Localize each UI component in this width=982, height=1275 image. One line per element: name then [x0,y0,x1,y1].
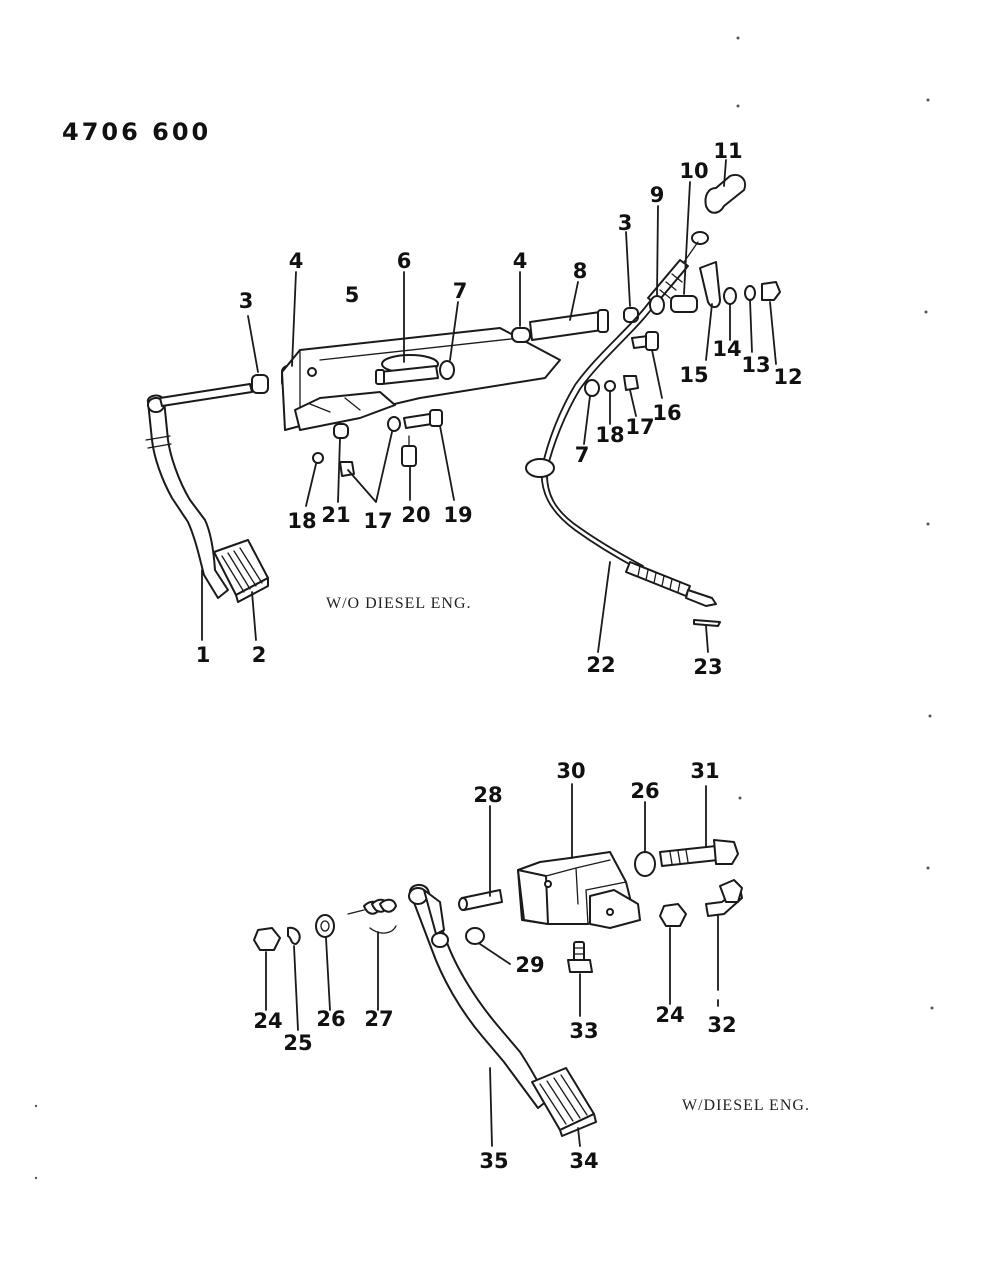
callout-26-right: 26 [630,779,659,803]
bolt-32 [705,879,743,917]
pin-29 [465,927,485,945]
top-assembly: 1 2 3 4 5 6 7 4 8 3 9 10 11 15 14 13 12 … [145,139,803,679]
callout-3-left: 3 [239,289,254,313]
callout-30: 30 [556,759,585,783]
callout-6: 6 [397,249,412,273]
callout-17-lower: 17 [363,509,392,533]
callout-22: 22 [586,653,615,677]
diesel-pedal-pad [531,1067,597,1137]
bolt-16 [631,331,659,351]
bolt-19 [403,409,443,429]
shaft-28-end [458,897,468,911]
spring-washer-18 [312,452,324,464]
spring-washer-18-right [604,380,616,392]
spring-washer-25 [287,926,301,945]
bushing-21 [333,423,349,439]
bottom-leader-lines [265,783,719,1147]
callout-4-left: 4 [289,249,304,273]
callout-21: 21 [321,503,350,527]
nut-24-right [659,903,687,927]
callout-23: 23 [693,655,722,679]
top-callouts: 1 2 3 4 5 6 7 4 8 3 9 10 11 15 14 13 12 … [196,139,803,679]
callout-12: 12 [773,365,802,389]
sleeve-10 [670,295,698,313]
callout-18-lower: 18 [287,509,316,533]
clutch-cable [525,291,717,607]
top-leader-lines [201,159,777,653]
nut-12 [761,281,781,301]
nut-17-right [623,375,639,391]
callout-27: 27 [364,1007,393,1031]
callout-14: 14 [712,337,741,361]
callout-32: 32 [707,1013,736,1037]
callout-10: 10 [679,159,708,183]
callout-7-lower: 7 [575,443,590,467]
caption-without-diesel: W/O DIESEL ENG. [326,595,472,612]
callout-8: 8 [573,259,588,283]
callout-18-right: 18 [595,423,624,447]
callout-35: 35 [479,1149,508,1173]
pivot-shaft [159,365,303,407]
cable-end [647,231,709,305]
diesel-pedal-arm [408,884,549,1109]
nut-24-left [253,927,281,951]
switch-20 [401,435,417,467]
bolt-33 [567,941,593,973]
bushing-3-right [623,307,639,323]
callout-26-left: 26 [316,1007,345,1031]
callout-34: 34 [569,1149,598,1173]
washer-7-right [584,379,600,397]
shaft-8 [511,309,609,343]
callout-15: 15 [679,363,708,387]
bottom-callouts: 28 30 26 31 29 24 25 26 27 33 24 32 35 3… [253,759,736,1173]
callout-4-right: 4 [513,249,528,273]
callout-1: 1 [196,643,211,667]
nut-17-upper [387,416,401,432]
callout-25: 25 [283,1031,312,1055]
callout-3-right: 3 [618,211,633,235]
callout-24-right: 24 [655,1003,684,1027]
callout-17-right: 17 [625,415,654,439]
callout-9: 9 [650,183,665,207]
pin-23 [693,619,721,627]
diagram-part-number: 4706 600 [62,118,211,146]
callout-28: 28 [473,783,502,807]
callout-13: 13 [741,353,770,377]
bushing-26-left [315,914,335,938]
bottom-assembly: 28 30 26 31 29 24 25 26 27 33 24 32 35 3… [253,759,810,1173]
return-spring-27 [347,898,397,934]
callout-31: 31 [690,759,719,783]
callout-11: 11 [713,139,742,163]
callout-16: 16 [652,401,681,425]
bushing-9 [649,295,665,315]
callout-2: 2 [252,643,267,667]
callout-24-left: 24 [253,1009,282,1033]
bushing-26-right [634,851,656,877]
pedal-pad [213,539,269,603]
spring-washer-13 [744,285,756,301]
bolt-6 [375,365,439,385]
shaft-28 [461,889,503,911]
diesel-bracket [517,851,641,929]
boot-11 [704,174,746,214]
washer-14 [723,287,737,305]
bolt-31 [659,839,739,867]
callout-33: 33 [569,1019,598,1043]
scan-specks [34,36,934,1180]
callout-5: 5 [345,283,360,307]
clutch-pedal-arm [145,394,229,599]
callout-19: 19 [443,503,472,527]
washer-7 [439,360,455,380]
callout-7-upper: 7 [453,279,468,303]
lever-15 [699,261,721,308]
caption-with-diesel: W/DIESEL ENG. [682,1097,810,1114]
callout-20: 20 [401,503,430,527]
callout-29: 29 [515,953,544,977]
